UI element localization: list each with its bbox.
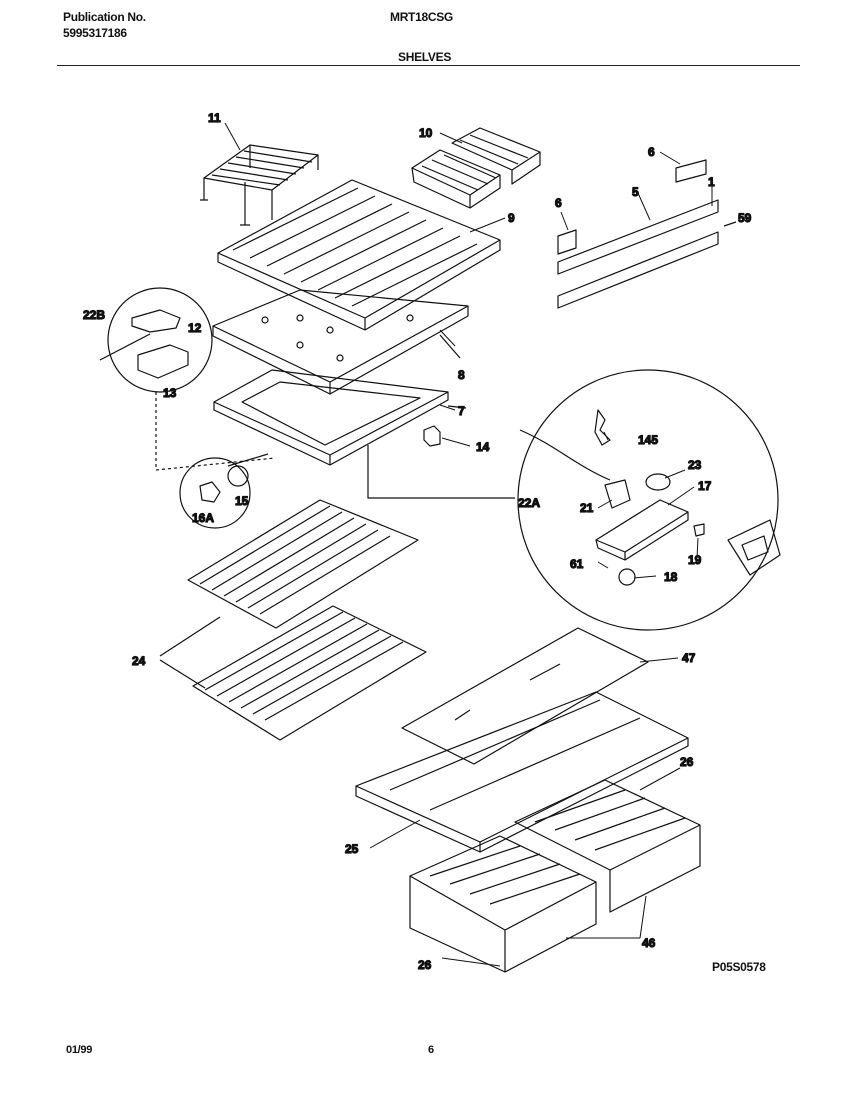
- callout-8: 8: [458, 368, 465, 382]
- callout-18: 18: [664, 570, 678, 584]
- callout-24: 24: [132, 654, 146, 668]
- callout-22b: 22B: [83, 308, 105, 322]
- footer-date: 01/99: [66, 1044, 93, 1056]
- callout-15: 15: [235, 494, 249, 508]
- callout-9: 9: [508, 211, 515, 225]
- callout-1: 1: [708, 175, 715, 189]
- callout-5: 5: [632, 185, 639, 199]
- callout-145: 145: [638, 433, 658, 447]
- crisper-drawer-part-26-right: [514, 779, 701, 913]
- rail-parts: [557, 159, 737, 309]
- callout-59: 59: [738, 211, 752, 225]
- callout-14: 14: [476, 440, 490, 454]
- ice-trays-part-10: [411, 127, 541, 209]
- drawing-code: P05S0578: [712, 960, 766, 974]
- callout-25: 25: [345, 842, 359, 856]
- glass-part-47: [401, 627, 649, 765]
- callout-19: 19: [688, 553, 702, 567]
- callout-16a: 16A: [192, 511, 214, 525]
- callout-6-top: 6: [648, 145, 655, 159]
- model-number: MRT18CSG: [390, 10, 453, 24]
- callout-11: 11: [208, 111, 221, 125]
- callout-12: 12: [188, 321, 202, 335]
- leader-lines: [224, 122, 713, 967]
- wire-rack-part-11: [200, 144, 319, 226]
- callout-17: 17: [698, 479, 712, 493]
- detail-circle-left: [99, 287, 276, 471]
- callout-10: 10: [419, 126, 433, 140]
- callout-26-left: 26: [418, 958, 432, 972]
- header-rule: [57, 65, 800, 66]
- callout-61: 61: [570, 557, 584, 571]
- callout-21: 21: [580, 501, 594, 515]
- crisper-drawer-part-26-left: [409, 835, 597, 973]
- cover-part-8: [212, 289, 469, 395]
- leaders-24: [159, 616, 221, 689]
- glass-highlights: [454, 663, 561, 721]
- callout-13: 13: [163, 386, 177, 400]
- callout-7: 7: [458, 404, 465, 418]
- callout-6-left: 6: [555, 196, 562, 210]
- wire-shelf-part-24-upper: [187, 499, 419, 629]
- wire-shelf-part-24-lower: [192, 605, 427, 741]
- callout-23: 23: [688, 458, 702, 472]
- callout-47: 47: [682, 651, 696, 665]
- detail-circle-right: [517, 369, 781, 631]
- section-title: SHELVES: [398, 50, 452, 64]
- callout-22a: 22A: [518, 496, 540, 510]
- shelf-frame-part-9: [217, 179, 501, 331]
- callout-26-right: 26: [680, 755, 694, 769]
- detail-circle-bulb: [179, 453, 269, 529]
- page-number: 6: [428, 1044, 434, 1056]
- part-14: [423, 425, 441, 447]
- leader-22a: [367, 445, 515, 499]
- publication-label: Publication No.: [63, 10, 146, 24]
- publication-number: 5995317186: [63, 26, 127, 40]
- frame-part-7: [213, 369, 467, 466]
- callout-46: 46: [642, 936, 656, 950]
